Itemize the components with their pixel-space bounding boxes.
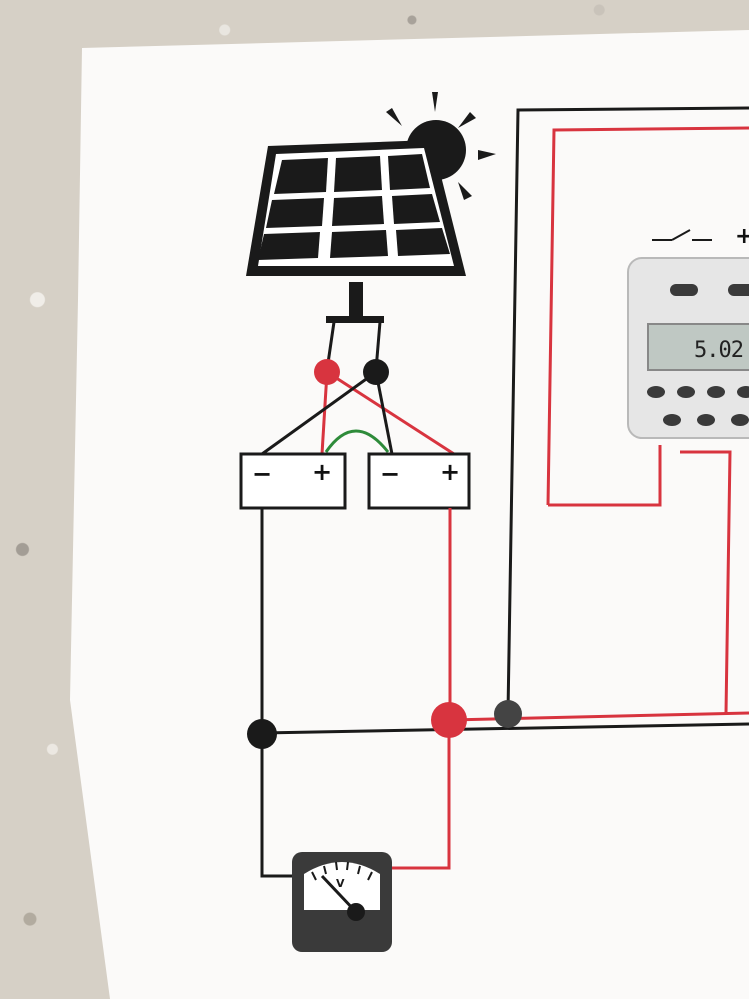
voltmeter-icon (292, 852, 392, 952)
battery-left-minus: − (252, 460, 273, 488)
timer-lcd-display: 5.02 (694, 338, 744, 363)
switch-symbol-icon (652, 229, 712, 241)
solar-panel-icon (246, 140, 466, 323)
timer-bus-junction (494, 700, 522, 728)
battery-right-minus: − (380, 460, 401, 488)
battery-left-plus: + (312, 458, 333, 486)
battery-right-plus: + (440, 458, 461, 486)
voltmeter-unit-label: V (336, 877, 345, 890)
timer-device (627, 257, 749, 439)
battery-right (367, 452, 471, 510)
timer-top-plus: + (735, 224, 749, 249)
series-link-wire (324, 429, 390, 453)
battery-left (239, 452, 347, 510)
negative-junction (363, 359, 389, 385)
positive-junction (314, 359, 340, 385)
